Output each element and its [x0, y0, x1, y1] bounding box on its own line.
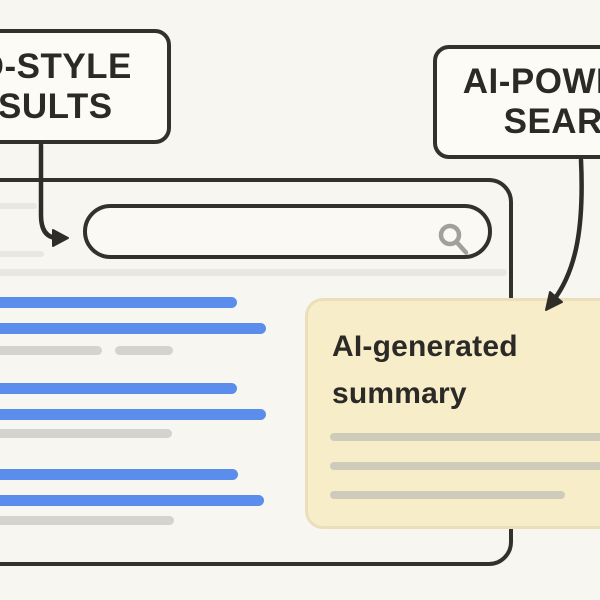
arrow-to-summary-icon — [545, 157, 584, 311]
ai-summary-card: AI-generated summary — [305, 298, 600, 529]
summary-title: AI-generated summary — [332, 330, 518, 410]
callout-text-line: RESULTS — [0, 86, 113, 126]
search-input[interactable] — [83, 204, 492, 259]
callout-old-style-results: OLD-STYLE RESULTS — [0, 29, 171, 144]
callout-text-line: AI-POWERED — [462, 62, 600, 101]
callout-ai-powered-search: AI-POWERED SEARCH — [433, 45, 600, 159]
search-icon[interactable] — [428, 215, 474, 259]
callout-text-line: OLD-STYLE — [0, 46, 132, 86]
callout-text-line: SEARCH — [503, 102, 600, 141]
